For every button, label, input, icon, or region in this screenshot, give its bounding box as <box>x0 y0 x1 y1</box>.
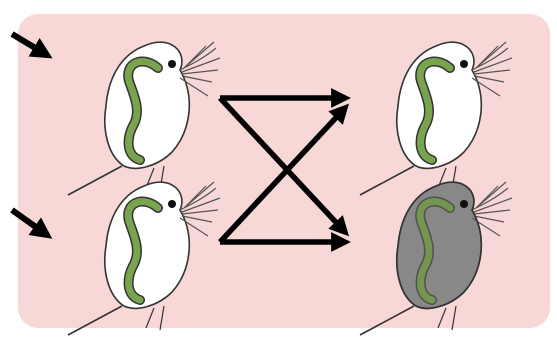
daphnia-cross-diagram <box>0 0 557 338</box>
diagram-stage <box>0 0 557 338</box>
